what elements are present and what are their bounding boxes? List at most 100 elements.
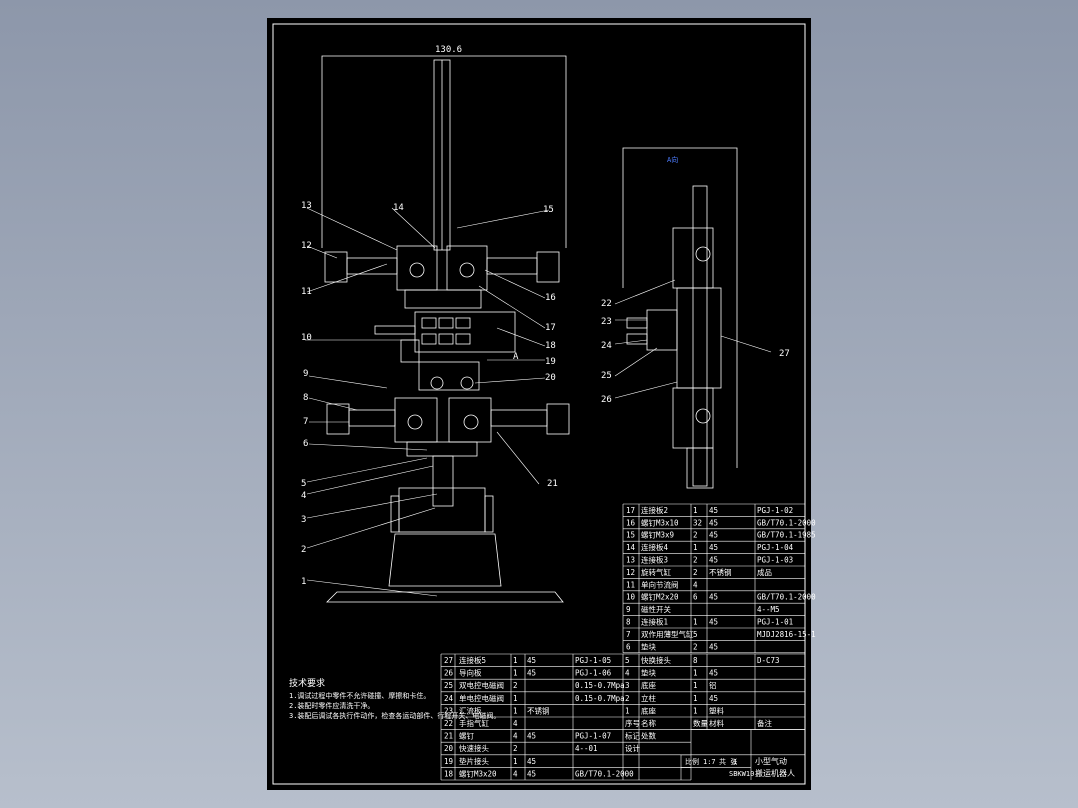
- part-code: 备注: [757, 718, 772, 728]
- callout-19: 19: [545, 357, 556, 367]
- part-quantity: 2: [513, 681, 518, 690]
- side-view: [622, 147, 738, 489]
- callout-27: 27: [779, 349, 790, 359]
- part-code: GB/T70.1-2000: [757, 593, 816, 602]
- part-material: 45: [709, 669, 718, 678]
- part-code: 4--M5: [757, 605, 780, 614]
- part-quantity: 6: [693, 593, 698, 602]
- part-material: 45: [527, 656, 536, 665]
- part-quantity: 4: [513, 769, 518, 778]
- callout-9: 9: [303, 369, 308, 379]
- cad-drawing: 130.6 1 2 3 4 5 6 7 8 9 10 11 12 13 14 1…: [272, 23, 816, 785]
- part-quantity: 4: [513, 732, 518, 741]
- part-quantity: 1: [513, 656, 518, 665]
- drawing-subtitle: 搬运机器人: [755, 768, 795, 778]
- callout-1: 1: [301, 577, 306, 587]
- part-number: 12: [626, 568, 635, 577]
- callout-15: 15: [543, 205, 554, 215]
- part-material: 45: [709, 531, 718, 540]
- part-number: 20: [444, 744, 454, 753]
- part-code: PGJ-1-05: [575, 656, 611, 665]
- part-number: 13: [626, 556, 635, 565]
- part-quantity: 2: [693, 531, 698, 540]
- part-number: 21: [444, 732, 453, 741]
- callout-7: 7: [303, 417, 308, 427]
- part-quantity: 2: [693, 556, 698, 565]
- part-quantity: 1: [513, 757, 518, 766]
- part-name: 螺钉M3x9: [641, 530, 674, 540]
- part-number: 17: [626, 506, 635, 515]
- part-name: 底座: [641, 705, 656, 715]
- part-quantity: 1: [693, 694, 698, 703]
- part-code: D-C73: [757, 656, 780, 665]
- part-number: 4: [625, 669, 630, 678]
- drawing-title: 小型气动: [755, 756, 787, 766]
- part-quantity: 1: [693, 506, 698, 515]
- part-quantity: 4: [693, 580, 698, 589]
- part-number: 8: [626, 618, 631, 627]
- part-material: 不锈钢: [709, 567, 732, 577]
- part-code: GB/T70.1-1985: [757, 531, 816, 540]
- part-code: PGJ-1-01: [757, 618, 793, 627]
- side-column: [692, 185, 708, 487]
- front-view: [321, 55, 570, 603]
- callout-22: 22: [601, 299, 612, 309]
- callout-25: 25: [601, 371, 612, 381]
- part-name: 螺钉M2x20: [641, 592, 679, 602]
- part-quantity: 2: [693, 642, 698, 651]
- title-block: 比例 1:7 共 张 1 SBKW10 小型气动 搬运机器人: [685, 756, 795, 778]
- part-number: 27: [444, 656, 453, 665]
- callout-13: 13: [301, 201, 312, 211]
- part-number: 2: [625, 694, 630, 703]
- lower-left-block: [394, 397, 438, 443]
- part-number: 16: [626, 518, 636, 527]
- callout-17: 17: [545, 323, 556, 333]
- part-quantity: 1: [693, 706, 698, 715]
- technical-requirements: 技术要求 1.调试过程中零件不允许碰撞、摩擦和卡住。 2.装配时零件应清洗干净。…: [289, 677, 500, 720]
- dimension-top: 130.6: [435, 45, 462, 55]
- part-name: 底座: [641, 680, 656, 690]
- section-arrow-label: A: [513, 352, 519, 362]
- callout-21: 21: [547, 479, 558, 489]
- part-code: PGJ-1-07: [575, 732, 611, 741]
- part-quantity: 1: [693, 669, 698, 678]
- callout-11: 11: [301, 287, 312, 297]
- part-number: 23: [444, 706, 453, 715]
- part-name: 单向节流阀: [641, 579, 679, 589]
- base-block: [398, 487, 486, 533]
- lower-right-block: [448, 397, 492, 443]
- part-number: 25: [444, 681, 453, 690]
- part-number: 24: [444, 694, 454, 703]
- callout-10: 10: [301, 333, 312, 343]
- part-material: 45: [527, 757, 536, 766]
- scale-value: 1:7: [703, 758, 716, 766]
- part-material: 45: [709, 593, 718, 602]
- lower-right-cylinder: [546, 403, 570, 435]
- tech-req-item: 1.调试过程中零件不允许碰撞、摩擦和卡住。: [289, 691, 430, 700]
- part-name: 双电控电磁阀: [459, 680, 504, 690]
- part-number: 序号: [625, 718, 640, 728]
- upper-right-block: [446, 245, 488, 291]
- part-name: 处数: [641, 731, 656, 741]
- side-callouts: A向 22 23 24 25 26 27: [601, 155, 790, 405]
- part-material: 铝: [709, 680, 717, 690]
- callout-14: 14: [393, 203, 404, 213]
- part-material: 45: [709, 543, 718, 552]
- upper-right-cylinder: [536, 251, 560, 283]
- part-quantity: 2: [693, 568, 698, 577]
- drawing-sheet: 130.6 1 2 3 4 5 6 7 8 9 10 11 12 13 14 1…: [267, 18, 816, 790]
- part-name: 垫片接头: [459, 756, 489, 766]
- part-quantity: 5: [693, 630, 698, 639]
- part-quantity: 1: [513, 669, 518, 678]
- part-material: 材料: [709, 718, 724, 728]
- part-material: 45: [709, 518, 718, 527]
- part-name: 快速接头: [459, 743, 489, 753]
- part-material: 45: [709, 642, 718, 651]
- callout-18: 18: [545, 341, 556, 351]
- part-number: 3: [625, 681, 630, 690]
- part-code: 0.15-0.7Mpa: [575, 694, 625, 703]
- part-quantity: 8: [693, 656, 698, 665]
- side-body: [676, 287, 722, 389]
- side-callout-leaders: [614, 279, 772, 399]
